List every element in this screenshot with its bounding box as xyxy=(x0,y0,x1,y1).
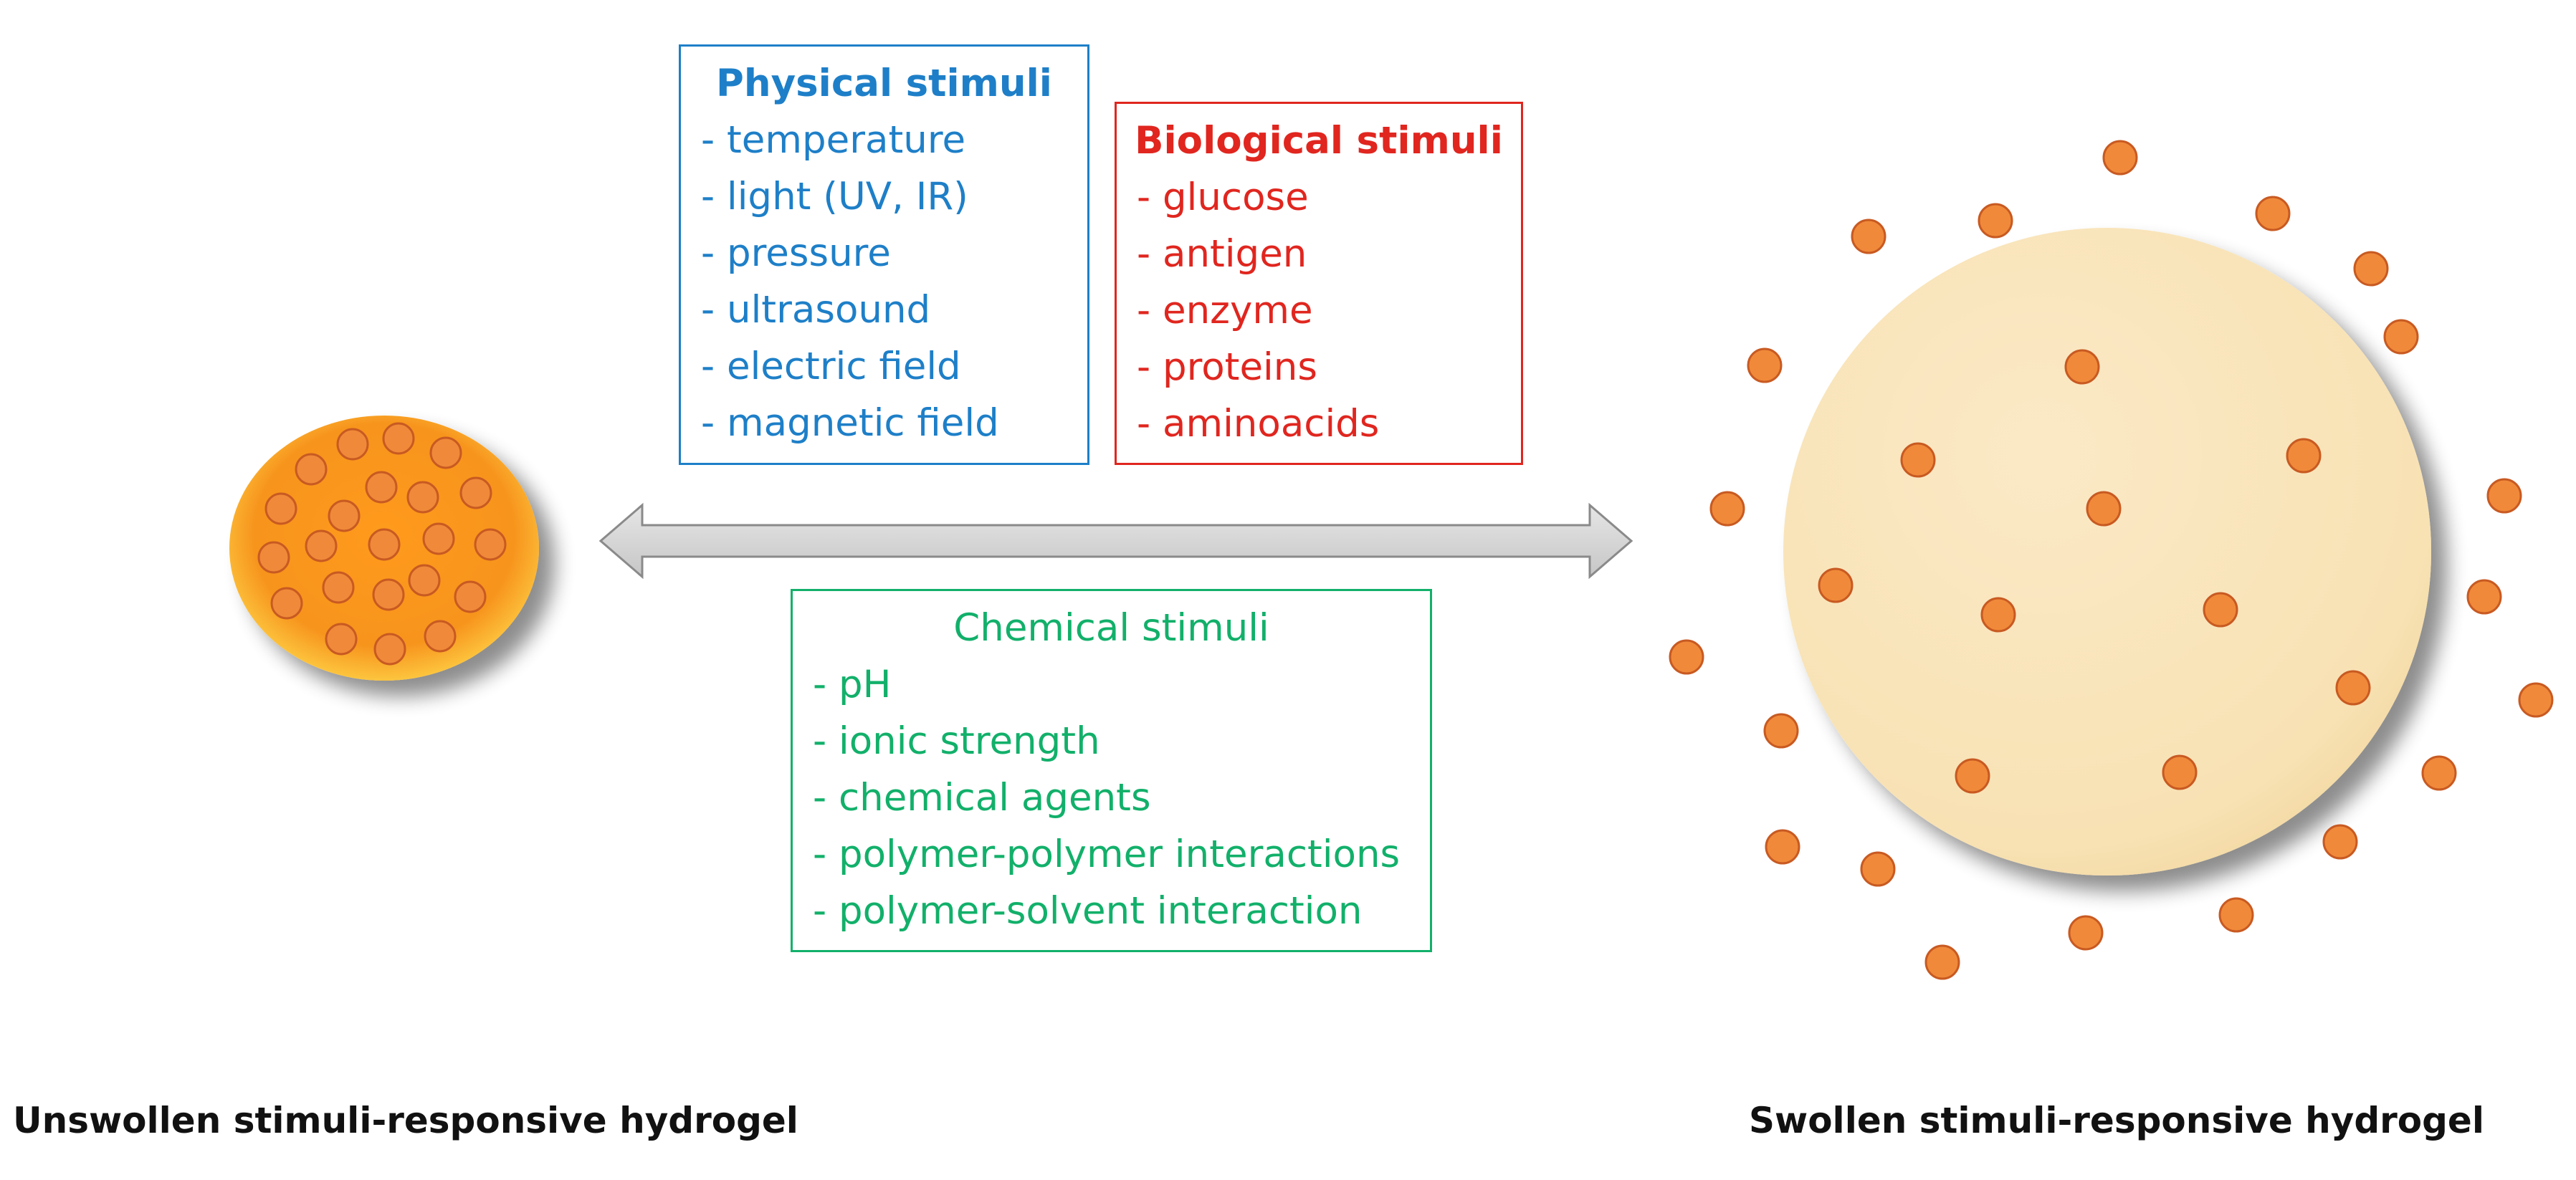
chemical-stimuli-box: Chemical stimuli - pH - ionic strength -… xyxy=(791,589,1432,952)
particle xyxy=(2286,438,2322,474)
physical-stimuli-list: - temperature - light (UV, IR) - pressur… xyxy=(681,112,1087,451)
chemical-stimuli-list: - pH - ionic strength - chemical agents … xyxy=(793,656,1430,939)
particle xyxy=(372,578,405,611)
particle xyxy=(1747,347,1783,383)
unswollen-caption: Unswollen stimuli-responsive hydrogel xyxy=(13,1100,798,1141)
particle xyxy=(1818,567,1854,603)
particle xyxy=(408,564,441,597)
particle xyxy=(2421,755,2457,791)
physical-stimuli-box: Physical stimuli - temperature - light (… xyxy=(679,44,1089,465)
particle xyxy=(368,528,401,561)
particle xyxy=(1709,491,1745,527)
swollen-hydrogel-body xyxy=(1783,228,2431,876)
physical-stimuli-title: Physical stimuli xyxy=(716,62,1052,105)
list-item: - glucose xyxy=(1137,176,1309,219)
list-item: - pressure xyxy=(701,231,891,275)
list-item: - ionic strength xyxy=(813,719,1100,763)
particle xyxy=(1978,203,2013,239)
swollen-particles xyxy=(1669,140,2554,980)
particle xyxy=(257,541,290,574)
particle xyxy=(373,633,406,666)
swollen-caption: Swollen stimuli-responsive hydrogel xyxy=(1749,1100,2484,1141)
particle xyxy=(406,481,439,514)
particle xyxy=(2335,670,2371,706)
particle xyxy=(1763,713,1799,749)
particle xyxy=(1980,597,2016,633)
particle xyxy=(1851,219,1886,254)
particle xyxy=(264,492,297,525)
list-item: - antigen xyxy=(1137,232,1307,276)
particle xyxy=(295,453,328,486)
list-item: - pH xyxy=(813,663,892,706)
particle xyxy=(1900,442,1936,478)
particle xyxy=(2218,897,2254,933)
list-item: - enzyme xyxy=(1137,289,1313,332)
list-item: - polymer-solvent interaction xyxy=(813,889,1363,933)
particle xyxy=(422,522,455,555)
particle xyxy=(1765,829,1800,865)
swollen-hydrogel xyxy=(1669,140,2554,980)
particle xyxy=(365,471,398,504)
list-item: - aminoacids xyxy=(1137,402,1380,446)
particle xyxy=(336,428,369,461)
unswollen-hydrogel xyxy=(229,416,539,681)
biological-stimuli-title: Biological stimuli xyxy=(1135,119,1503,163)
particle xyxy=(325,623,358,656)
chemical-stimuli-title: Chemical stimuli xyxy=(953,606,1269,650)
particle xyxy=(1924,944,1960,980)
particle xyxy=(328,499,361,532)
particle xyxy=(2486,478,2522,514)
particle xyxy=(2353,251,2389,287)
list-item: - temperature xyxy=(701,118,966,162)
particle xyxy=(459,476,492,509)
double-arrow xyxy=(598,502,1633,580)
particle xyxy=(2203,592,2238,628)
list-item: - magnetic field xyxy=(701,401,999,445)
particle xyxy=(270,587,303,620)
particle xyxy=(2255,196,2291,231)
particle xyxy=(2102,140,2138,176)
biological-stimuli-box: Biological stimuli - glucose - antigen -… xyxy=(1115,102,1523,465)
particle xyxy=(2064,349,2100,385)
list-item: - electric field xyxy=(701,345,961,388)
particle xyxy=(1860,851,1896,887)
particle xyxy=(1955,758,1990,794)
particle xyxy=(305,529,338,562)
particle xyxy=(2466,579,2502,615)
particle xyxy=(1669,639,1704,675)
particle xyxy=(322,571,355,604)
particle xyxy=(2162,754,2198,790)
particle xyxy=(429,436,462,469)
particle xyxy=(2518,682,2554,718)
particle xyxy=(382,422,415,455)
particle xyxy=(2068,915,2104,951)
biological-stimuli-list: - glucose - antigen - enzyme - proteins … xyxy=(1117,169,1521,452)
list-item: - chemical agents xyxy=(813,776,1151,820)
particle xyxy=(2322,824,2358,860)
particle xyxy=(2086,491,2122,527)
particle xyxy=(454,580,487,613)
particle xyxy=(474,528,507,561)
unswollen-particles xyxy=(257,422,507,666)
list-item: - polymer-polymer interactions xyxy=(813,833,1401,876)
particle xyxy=(2383,319,2419,355)
list-item: - ultrasound xyxy=(701,288,931,332)
particle xyxy=(424,620,457,653)
list-item: - light (UV, IR) xyxy=(701,175,968,219)
list-item: - proteins xyxy=(1137,345,1317,389)
